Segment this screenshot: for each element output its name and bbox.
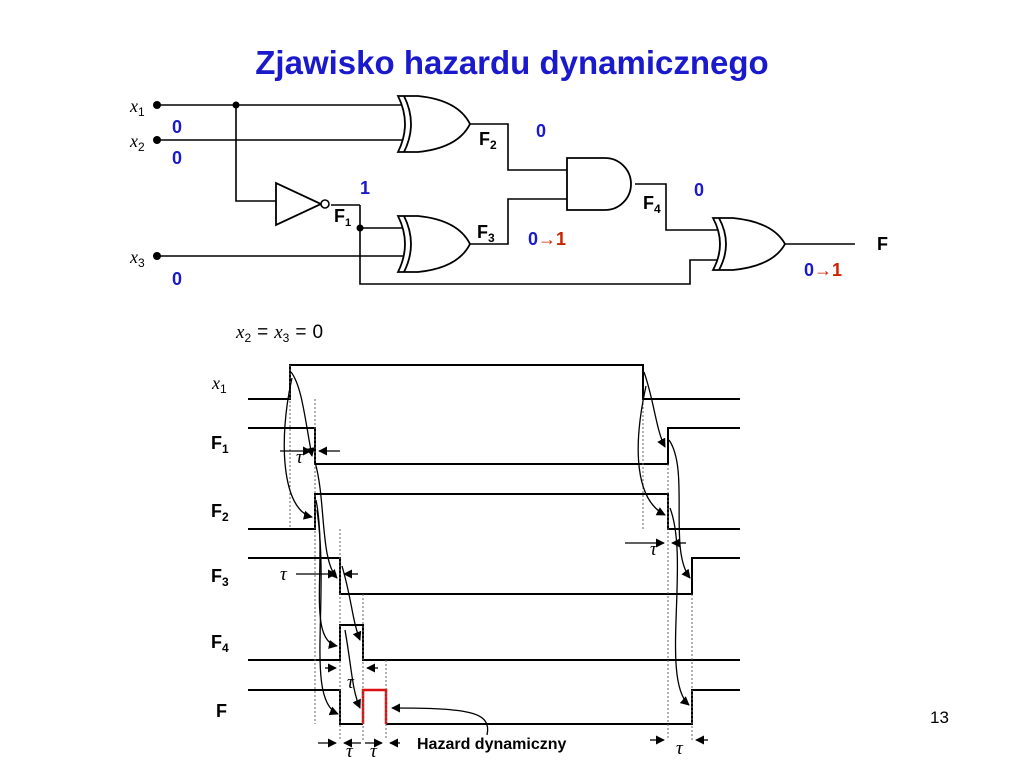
waveform-f — [248, 689, 363, 725]
or-gate-1 — [396, 95, 472, 153]
value-x2: 0 — [172, 148, 182, 168]
value-f2: 0 — [536, 121, 546, 141]
tau-label: τ — [650, 539, 658, 560]
signal-label-f4: F4 — [211, 632, 229, 655]
slide-title: Zjawisko hazardu dynamicznego — [255, 44, 769, 81]
value-f4: 0 — [694, 180, 704, 200]
label-f3: F3 — [477, 222, 495, 245]
cause-arrow — [283, 377, 313, 520]
page-number: 13 — [930, 708, 949, 727]
inverter-bubble — [320, 199, 330, 209]
wire-f2 — [470, 123, 575, 171]
cause-arrow — [637, 385, 666, 516]
tau-label: τ — [347, 672, 355, 693]
label-f4: F4 — [643, 193, 661, 216]
waveform-f-end — [386, 689, 740, 725]
waveform-x1 — [248, 364, 740, 400]
tau-label: τ — [370, 741, 378, 762]
junction-x1 — [232, 101, 240, 109]
label-x3: x3 — [129, 247, 145, 270]
or-gate-output — [711, 217, 787, 271]
cause-arrow — [643, 371, 666, 448]
wire-f4 — [635, 183, 725, 231]
cause-arrow — [344, 629, 361, 709]
cause-arrow — [668, 439, 691, 579]
tau-label: τ — [296, 447, 304, 468]
signal-label-f2: F2 — [211, 501, 229, 524]
tau-label: τ — [346, 741, 354, 762]
hazard-label-arrow — [391, 703, 489, 736]
terminal-x1 — [153, 101, 161, 109]
wire-f1-to-or-out — [359, 228, 725, 285]
timing-condition: x2=x3=0 — [235, 322, 323, 345]
signal-label-f: F — [216, 701, 227, 721]
label-x1: x1 — [129, 96, 145, 119]
value-f-transition: 0→1 — [804, 260, 842, 280]
value-x1: 0 — [172, 117, 182, 137]
label-x2: x2 — [129, 131, 145, 154]
cause-arrow — [290, 371, 315, 457]
cause-arrow — [669, 507, 690, 706]
tau-label: τ — [280, 564, 288, 585]
and-gate — [566, 157, 632, 211]
waveform-f3 — [248, 557, 740, 595]
cause-arrow — [341, 565, 362, 641]
inverter — [275, 181, 324, 227]
hazard-label: Hazard dynamiczny — [417, 736, 566, 753]
label-f1: F1 — [334, 206, 351, 229]
terminal-x3 — [153, 252, 161, 260]
waveform-f2 — [248, 493, 740, 530]
label-f2: F2 — [479, 129, 497, 152]
hazard-pulse — [361, 688, 388, 724]
label-f-output: F — [877, 234, 888, 254]
signal-label-f3: F3 — [211, 566, 229, 589]
signal-label-f1: F1 — [211, 433, 229, 456]
junction-f1 — [356, 224, 364, 232]
value-x3: 0 — [172, 269, 182, 289]
wire-x1-to-inverter — [235, 105, 276, 202]
waveform-f1 — [248, 427, 740, 465]
wire-f3 — [470, 198, 575, 245]
waveform-f4 — [248, 624, 740, 661]
cause-arrow — [316, 509, 339, 715]
terminal-x2 — [153, 136, 161, 144]
value-f1: 1 — [360, 178, 370, 198]
or-gate-2 — [396, 215, 472, 273]
value-f3-transition: 0→1 — [528, 229, 566, 249]
signal-label-x1: x1 — [211, 373, 227, 396]
tau-label: τ — [676, 738, 684, 759]
